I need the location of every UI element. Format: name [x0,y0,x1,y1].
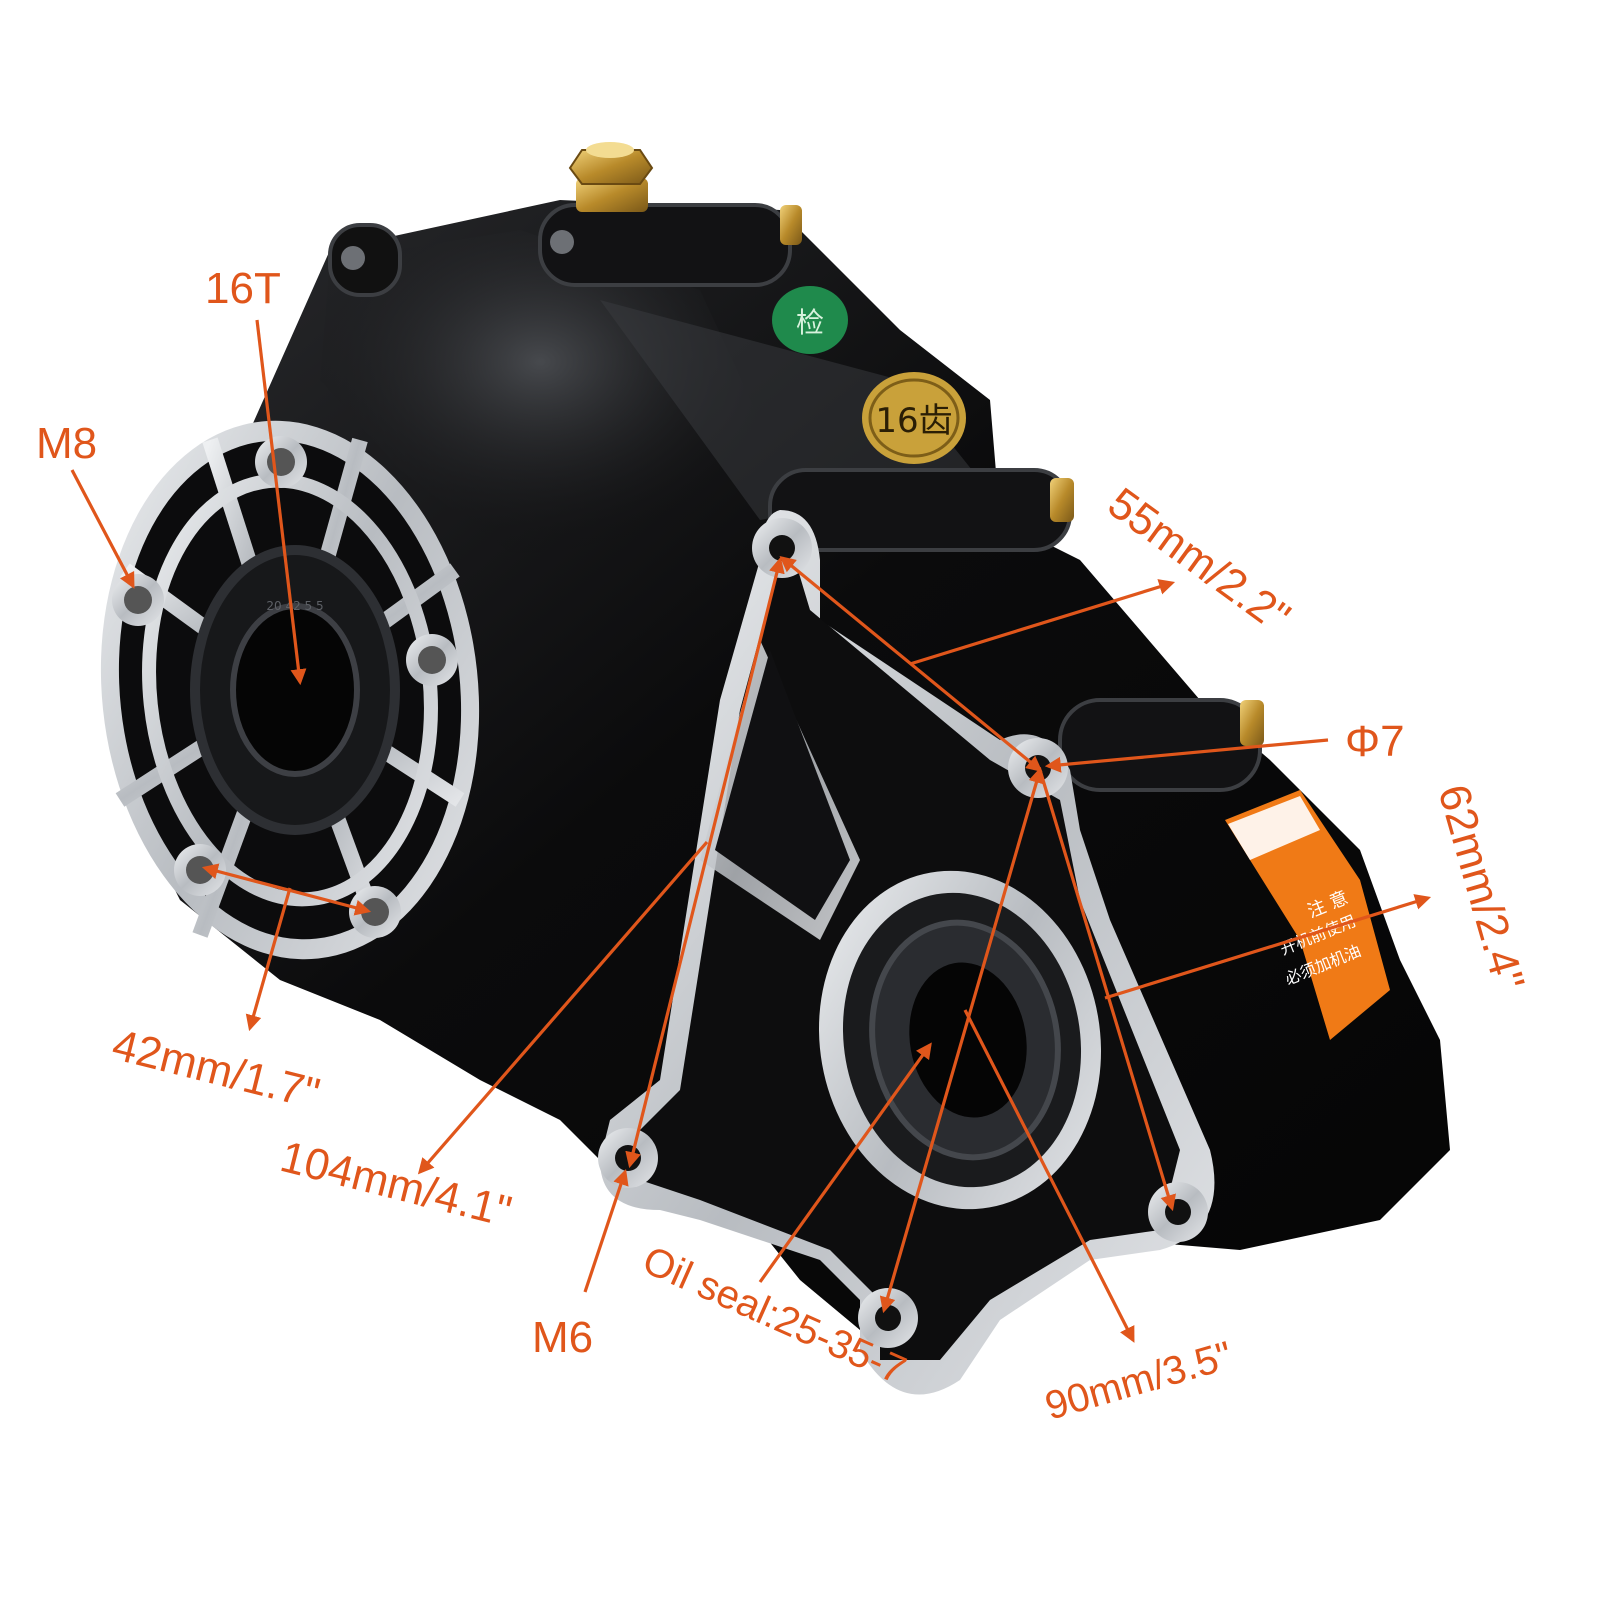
leader-90mm [963,1009,1135,1343]
seal-ring-text: 20 42 5 5 [266,599,323,613]
annotation-leaders [70,319,1432,1343]
leader-m6 [583,1168,629,1293]
input-flange: 20 42 5 5 [100,420,480,960]
orange-warning-sticker: 注 意 开机前使用 必须加机油 [1225,790,1390,1040]
label-16t: 16T [205,264,281,313]
top-lug-left [328,223,402,297]
green-sticker: 检 [772,286,848,354]
dimension-90mm-a [879,766,1045,1314]
top-lug-bar-hole [550,230,574,254]
gold-teeth-sticker: 16齿 [862,372,966,464]
top-lug-bar [538,203,792,287]
top-lug-left-hole [341,246,365,270]
dimension-42mm [201,863,372,916]
label-62mm: 62mm/2.4" [1428,779,1533,996]
leader-16t [255,319,307,686]
brass-breather-bolt [568,142,654,212]
label-m6: M6 [532,1313,593,1362]
gold-sticker-text: 16齿 [875,401,952,441]
brass-stud-top-right [780,205,802,245]
label-90mm: 90mm/3.5" [1040,1333,1237,1428]
green-sticker-text: 检 [796,306,824,339]
lower-lug-bar [1058,698,1262,792]
label-104mm: 104mm/4.1" [276,1132,517,1237]
leader-55mm [909,579,1176,666]
dimension-90mm-b [1038,769,1176,1212]
brass-stud-lower [1240,700,1264,746]
brass-stud-mid [1050,478,1074,522]
label-42mm: 42mm/1.7" [108,1020,325,1119]
leader-42mm [245,887,292,1032]
leader-62mm [1104,894,1432,1000]
dimension-104mm [625,556,785,1169]
leader-m8 [70,469,135,589]
gearbox-housing: 检 16齿 注 意 开机前使用 必须加机油 [100,142,1450,1395]
housing-highlight-top [600,300,980,520]
leader-104mm [417,840,709,1175]
housing-highlight [320,230,760,560]
label-m8: M8 [36,419,97,468]
label-phi7: Φ7 [1345,717,1405,766]
leader-phi7 [1044,738,1329,773]
